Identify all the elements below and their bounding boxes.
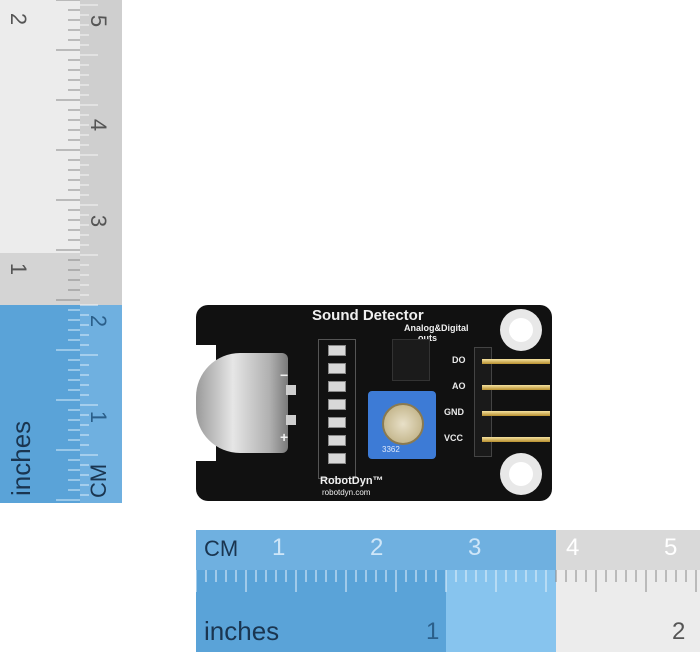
pin-label-gnd: GND xyxy=(444,407,464,417)
hr-inch-2: 2 xyxy=(672,618,686,645)
sound-detector-board: Sound Detector Analog&Digital outs − + 3… xyxy=(196,305,552,501)
hr-cm-5: 5 xyxy=(664,534,678,561)
board-subtitle-2: outs xyxy=(418,333,437,343)
mic-plus-label: + xyxy=(280,429,289,445)
hr-cm-label: CM xyxy=(204,536,239,561)
pin-header xyxy=(474,347,492,457)
mic-minus-label: − xyxy=(280,367,289,383)
hr-cm-1: 1 xyxy=(272,534,286,561)
hr-cm-3: 3 xyxy=(468,534,482,561)
pin-do xyxy=(482,359,550,364)
microphone xyxy=(196,353,288,453)
board-title: Sound Detector xyxy=(312,307,424,324)
trimmer-potentiometer: 3362 xyxy=(368,391,436,459)
pin-label-do: DO xyxy=(452,355,466,365)
vertical-ruler-ticks xyxy=(56,0,98,501)
pin-label-vcc: VCC xyxy=(444,433,464,443)
brand-url: robotdyn.com xyxy=(322,488,371,497)
board-subtitle-1: Analog&Digital xyxy=(404,323,469,333)
component-column xyxy=(318,339,356,479)
pin-label-ao: AO xyxy=(452,381,466,391)
pot-knob-icon xyxy=(382,403,424,445)
mount-hole-bottom xyxy=(500,453,542,495)
pin-gnd xyxy=(482,411,550,416)
pin-vcc xyxy=(482,437,550,442)
hr-cm-4: 4 xyxy=(566,534,580,561)
hr-inch-1: 1 xyxy=(426,618,440,645)
horizontal-ruler-ticks xyxy=(196,570,697,592)
hr-inches-label: inches xyxy=(204,616,280,646)
comparator-chip xyxy=(392,339,430,381)
mount-hole-top xyxy=(500,309,542,351)
brand-label: RobotDyn™ xyxy=(320,475,384,487)
hr-cm-2: 2 xyxy=(370,534,384,561)
pot-code: 3362 xyxy=(382,445,400,454)
pin-ao xyxy=(482,385,550,390)
